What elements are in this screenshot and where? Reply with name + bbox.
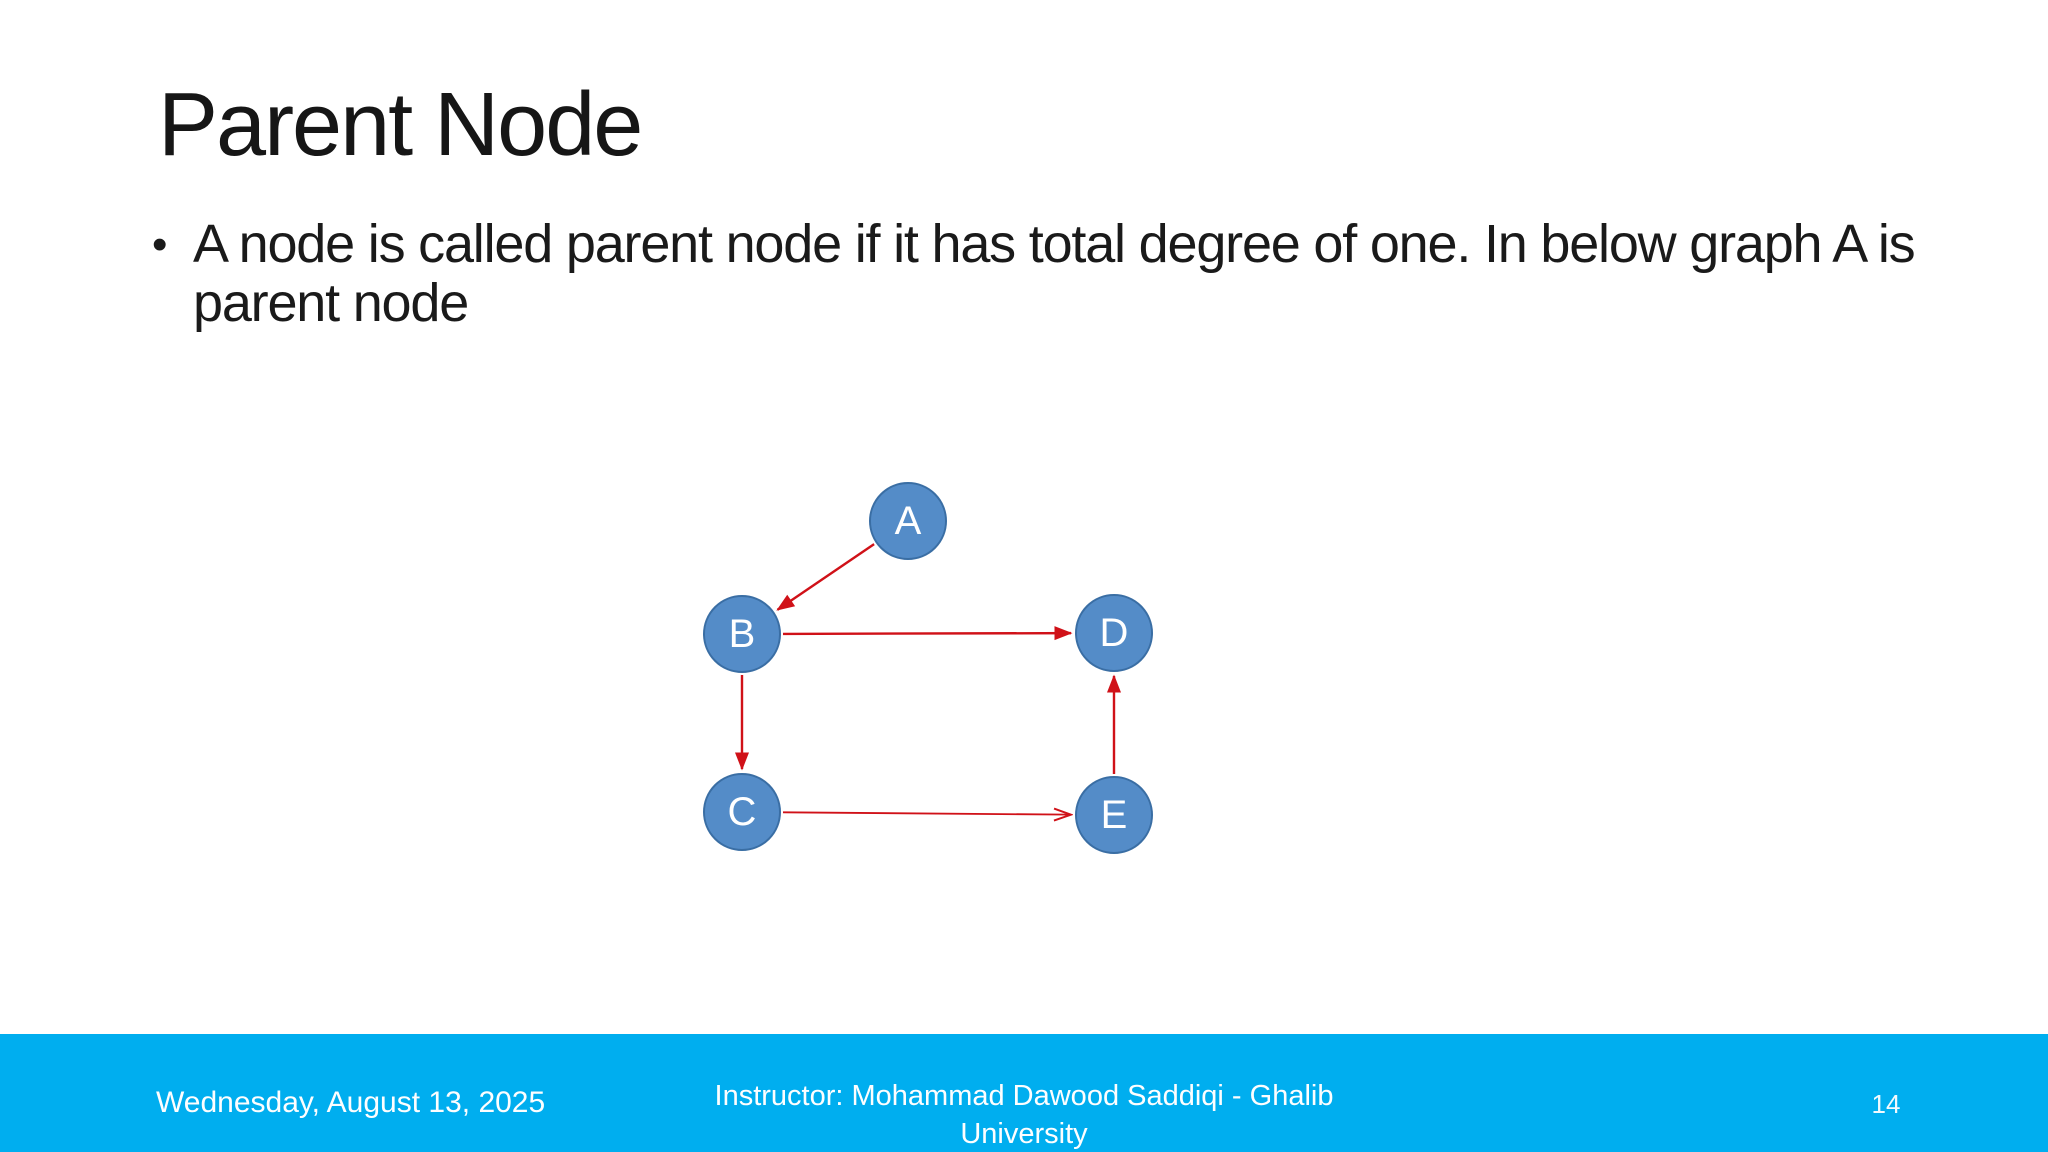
- bullet-text: A node is called parent node if it has t…: [193, 214, 1916, 333]
- graph-node-A: A: [869, 482, 947, 560]
- graph-node-label: C: [727, 789, 757, 834]
- graph-edge-B-D: [782, 626, 1073, 641]
- graph-node-D: D: [1075, 594, 1153, 672]
- graph-node-B: B: [703, 595, 781, 673]
- footer-instructor: Instructor: Mohammad Dawood Saddiqi - Gh…: [714, 1080, 1334, 1150]
- graph-node-label: D: [1099, 610, 1129, 655]
- footer-page-number: 14: [1871, 1089, 1901, 1119]
- slide-title: Parent Node: [158, 75, 643, 175]
- graph-node-label: B: [728, 611, 756, 656]
- graph-node-E: E: [1075, 776, 1153, 854]
- footer-bar: [0, 1034, 2048, 1152]
- graph-edge-A-B: [776, 543, 875, 611]
- graph-edge-C-E: [782, 812, 1071, 814]
- graph-node-C: C: [703, 773, 781, 851]
- footer-date: Wednesday, August 13, 2025: [156, 1086, 546, 1119]
- bullet-marker: •: [152, 220, 168, 269]
- graph-node-label: A: [894, 498, 922, 543]
- graph-node-label: E: [1100, 792, 1128, 837]
